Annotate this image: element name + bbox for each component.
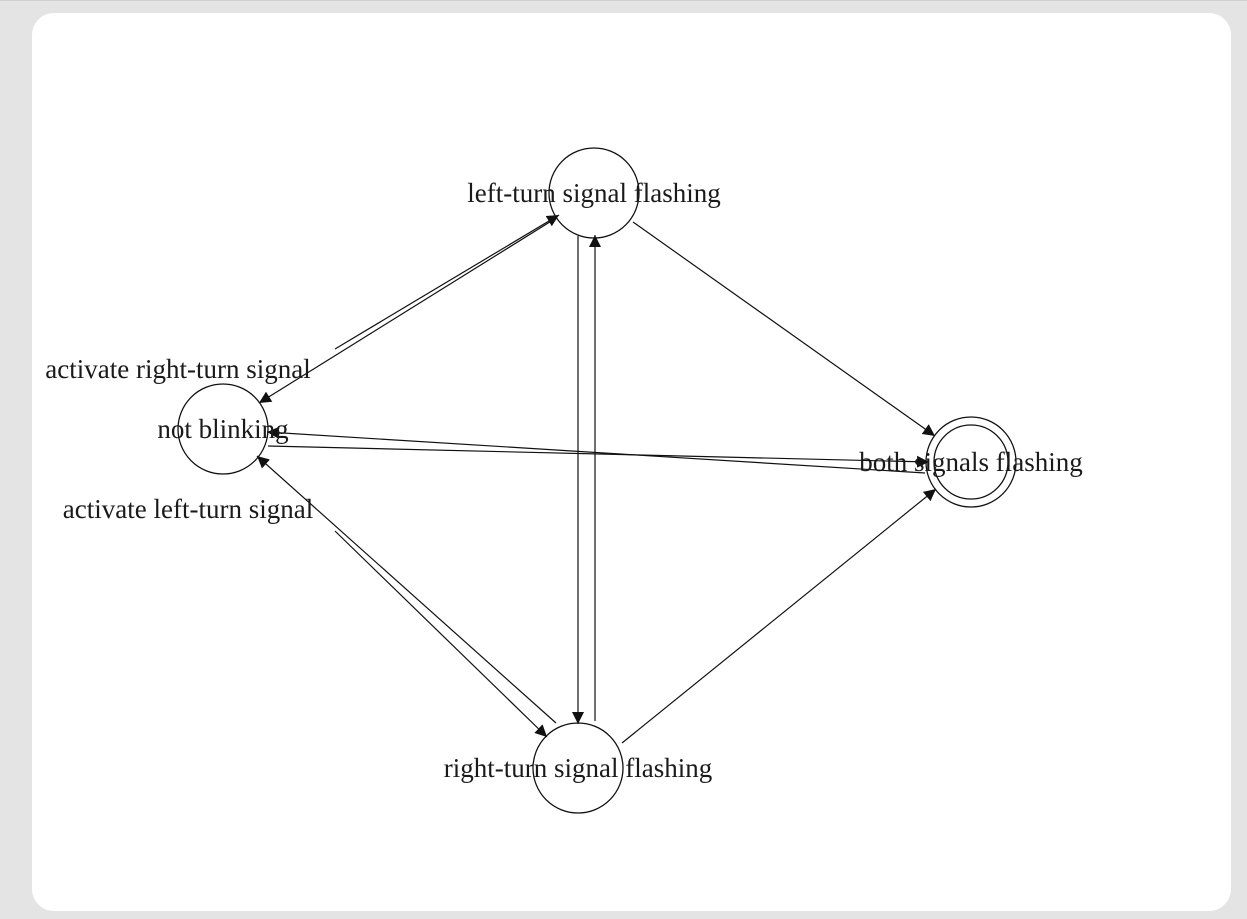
state-left-turn-label: left-turn signal flashing [467,178,720,208]
state-left-turn: left-turn signal flashing [467,147,721,239]
transition-label-activate-left: activate left-turn signal [63,494,313,524]
state-not-blinking: not blinking [157,383,289,475]
edge-right-turn-to-both [621,488,937,744]
edge-left-turn-to-not-blinking [258,219,554,404]
edge-right-turn-to-not-blinking [256,455,557,724]
edge-both-to-not-blinking [266,426,926,474]
state-both-signals-inner-circle [933,424,1009,500]
edge-not-blinking-to-both [267,445,930,468]
state-not-blinking-circle [177,383,269,475]
state-left-turn-circle [548,147,640,239]
state-right-turn: right-turn signal flashing [444,722,712,814]
edge-not-blinking-to-right-turn [334,530,548,738]
state-right-turn-label: right-turn signal flashing [444,753,712,783]
transitions [256,214,937,744]
diagram-card [32,13,1231,911]
state-both-signals-label: both signals flashing [859,447,1083,477]
state-both-signals-outer-circle [925,416,1017,508]
edge-left-turn-to-both [632,221,936,437]
state-not-blinking-label: not blinking [157,414,288,444]
transition-label-activate-right: activate right-turn signal [45,354,310,384]
edge-not-blinking-to-left-turn [334,214,560,350]
state-both-signals: both signals flashing [859,416,1083,508]
state-right-turn-circle [532,722,624,814]
